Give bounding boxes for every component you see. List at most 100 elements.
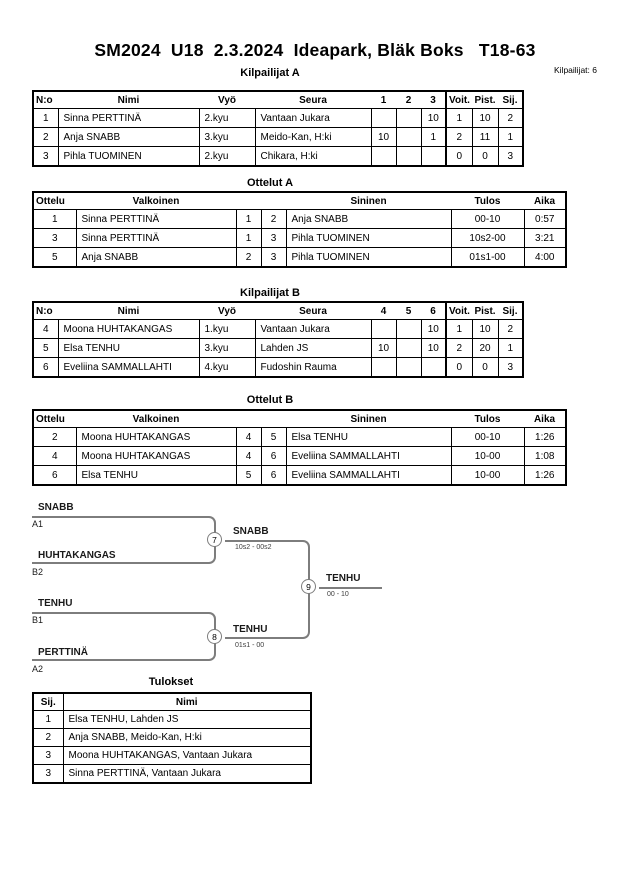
col-pist: Pist. (472, 302, 498, 320)
cell-no: 4 (32, 319, 59, 339)
cell-voit: 2 (445, 338, 473, 358)
cell-m3 (420, 357, 447, 378)
cell-nimi: Pihla TUOMINEN (57, 146, 200, 167)
cell-m2 (395, 146, 422, 167)
cell-aika: 3:21 (523, 228, 567, 248)
cell-sininen: Pihla TUOMINEN (285, 247, 452, 268)
cell-wn: 1 (235, 209, 262, 229)
table-ottelut-b: Ottelu Valkoinen Sininen Tulos Aika 2 Mo… (32, 409, 567, 486)
cell-tulos: 01s1-00 (450, 247, 525, 268)
cell-m1 (370, 319, 397, 339)
table-kilpailijat-b: N:o Nimi Vyö Seura 4 5 6 Voit. Pist. Sij… (32, 301, 524, 378)
bracket-entry-seed: A2 (32, 664, 44, 674)
col-m1: 1 (371, 91, 396, 109)
cell-bn: 5 (260, 427, 287, 447)
cell-nimi: Moona HUHTAKANGAS, Vantaan Jukara (62, 746, 312, 765)
cell-nimi: Eveliina SAMMALLAHTI (57, 357, 200, 378)
cell-bn: 6 (260, 446, 287, 466)
cell-no: 5 (32, 338, 59, 358)
cell-sij: 2 (32, 728, 64, 747)
cell-m3: 1 (420, 127, 447, 147)
table-row: 1 Sinna PERTTINÄ 2.kyu Vantaan Jukara 10… (32, 108, 524, 128)
cell-voit: 2 (445, 127, 473, 147)
cell-vyo: 2.kyu (198, 146, 256, 167)
cell-tulos: 10s2-00 (450, 228, 525, 248)
cell-sij: 2 (497, 319, 524, 339)
cell-m1 (370, 108, 397, 128)
cell-valkoinen: Elsa TENHU (75, 465, 237, 486)
cell-m3 (420, 146, 447, 167)
table-row: 3 Moona HUHTAKANGAS, Vantaan Jukara (32, 746, 312, 765)
cell-m2 (395, 127, 422, 147)
col-seura: Seura (255, 302, 371, 320)
bracket-winner-name: TENHU (233, 624, 268, 635)
bracket-entry-name: TENHU (38, 598, 73, 609)
bracket-match-score: 00 - 10 (327, 591, 349, 598)
col-m1: 4 (371, 302, 396, 320)
cell-nimi: Sinna PERTTINÄ (57, 108, 200, 128)
bracket-winner-line (225, 588, 310, 639)
col-ottelu: Ottelu (33, 192, 76, 210)
table-row: 2 Moona HUHTAKANGAS 4 5 Elsa TENHU 00-10… (32, 427, 567, 447)
bracket-champion-name: TENHU (326, 573, 361, 584)
cell-bn: 2 (260, 209, 287, 229)
cell-bn: 3 (260, 228, 287, 248)
cell-nimi: Elsa TENHU, Lahden JS (62, 710, 312, 729)
cell-wn: 2 (235, 247, 262, 268)
cell-bn: 6 (260, 465, 287, 486)
bracket-final-line (319, 587, 382, 589)
table-row: 3 Sinna PERTTINÄ 1 3 Pihla TUOMINEN 10s2… (32, 228, 567, 248)
cell-sij: 1 (497, 127, 524, 147)
bracket-match-connector (32, 516, 216, 564)
table-header-row: Ottelu Valkoinen Sininen Tulos Aika (33, 410, 566, 428)
col-m2: 5 (396, 302, 421, 320)
cell-nimi: Anja SNABB, Meido-Kan, H:ki (62, 728, 312, 747)
cell-sij: 1 (32, 710, 64, 729)
bracket-match-number: 8 (207, 629, 222, 644)
col-tulos: Tulos (451, 410, 524, 428)
table-row: 1 Elsa TENHU, Lahden JS (32, 710, 312, 729)
col-bn (261, 192, 286, 210)
section-heading-kilpailijat-b: Kilpailijat B (240, 287, 300, 299)
cell-vyo: 3.kyu (198, 127, 256, 147)
cell-wn: 4 (235, 446, 262, 466)
cell-aika: 1:26 (523, 465, 567, 486)
col-sininen: Sininen (286, 410, 451, 428)
table-row: 1 Sinna PERTTINÄ 1 2 Anja SNABB 00-10 0:… (32, 209, 567, 229)
cell-aika: 1:08 (523, 446, 567, 466)
cell-aika: 0:57 (523, 209, 567, 229)
col-vyo: Vyö (199, 91, 255, 109)
col-vyo: Vyö (199, 302, 255, 320)
cell-sininen: Elsa TENHU (285, 427, 452, 447)
cell-voit: 0 (445, 357, 473, 378)
cell-sij: 3 (32, 746, 64, 765)
cell-m2 (395, 319, 422, 339)
bracket-match-number: 9 (301, 579, 316, 594)
table-row: 3 Pihla TUOMINEN 2.kyu Chikara, H:ki 0 0… (32, 146, 524, 167)
cell-pist: 0 (471, 146, 499, 167)
cell-seura: Vantaan Jukara (254, 319, 372, 339)
col-no: N:o (33, 302, 58, 320)
cell-wn: 1 (235, 228, 262, 248)
table-row: 5 Elsa TENHU 3.kyu Lahden JS 10 10 2 20 … (32, 338, 524, 358)
cell-seura: Fudoshin Rauma (254, 357, 372, 378)
section-heading-ottelut-b: Ottelut B (246, 394, 294, 406)
table-row: 4 Moona HUHTAKANGAS 1.kyu Vantaan Jukara… (32, 319, 524, 339)
cell-m1: 10 (370, 127, 397, 147)
cell-valkoinen: Sinna PERTTINÄ (75, 228, 237, 248)
elimination-bracket: SNABB A1 HUHTAKANGAS B2 7 SNABB 10s2 - 0… (30, 498, 415, 683)
cell-wn: 4 (235, 427, 262, 447)
cell-pist: 20 (471, 338, 499, 358)
cell-m1 (370, 146, 397, 167)
cell-nimi: Elsa TENHU (57, 338, 200, 358)
cell-ottelu: 1 (32, 209, 77, 229)
cell-ottelu: 4 (32, 446, 77, 466)
cell-ottelu: 6 (32, 465, 77, 486)
participants-count: Kilpailijat: 6 (554, 65, 597, 75)
bracket-winner-name: SNABB (233, 526, 269, 537)
cell-aika: 1:26 (523, 427, 567, 447)
cell-voit: 1 (445, 108, 473, 128)
section-heading-kilpailijat-a: Kilpailijat A (240, 67, 300, 79)
cell-ottelu: 5 (32, 247, 77, 268)
cell-nimi: Anja SNABB (57, 127, 200, 147)
